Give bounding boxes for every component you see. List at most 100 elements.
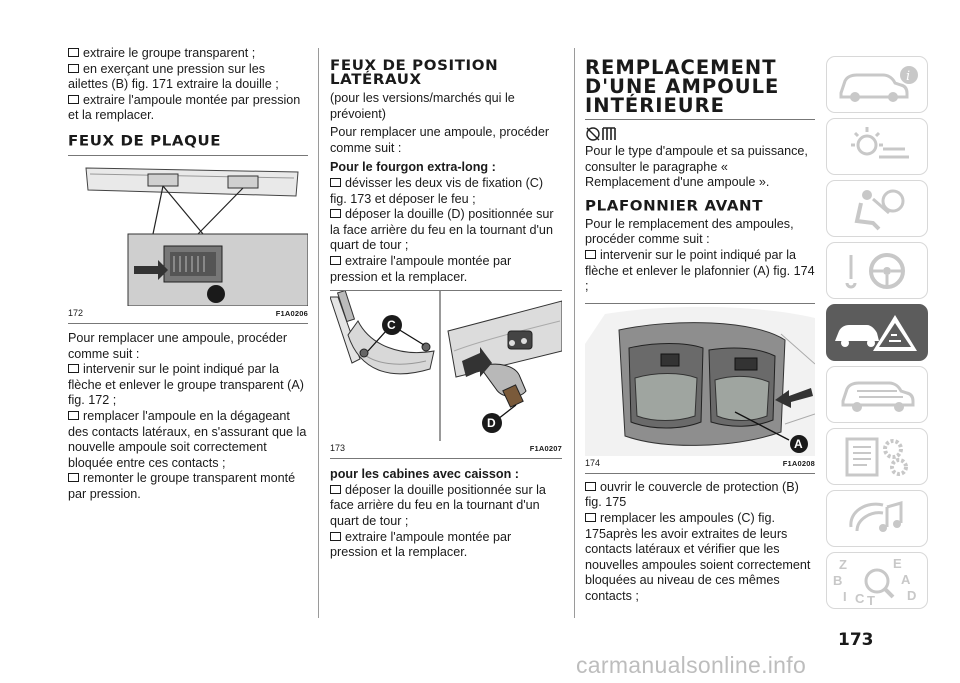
emergency-icon xyxy=(835,315,917,351)
divider xyxy=(330,290,562,292)
technical-data-icon xyxy=(845,437,908,477)
tab-index[interactable]: Z E B A I C T D xyxy=(826,552,928,609)
tab-technical-data[interactable] xyxy=(826,428,928,485)
figure-code: F1A0206 xyxy=(275,308,308,318)
subheading-cab-with-box: pour les cabines avec caisson : xyxy=(330,467,519,482)
car-info-icon: i xyxy=(839,66,918,102)
index-letter: D xyxy=(907,588,917,603)
warning-lights-icon xyxy=(851,127,909,159)
checkbox-bullet-icon xyxy=(68,410,79,420)
figure-number: 174 xyxy=(585,457,601,468)
list-item: remplacer l'ampoule en la dégageant des … xyxy=(68,408,307,470)
list-item: extraire l'ampoule montée par pression e… xyxy=(68,92,301,123)
checkbox-bullet-icon xyxy=(68,364,79,374)
intro-text: Pour remplacer une ampoule, procéder com… xyxy=(330,125,550,155)
list-item: extraire l'ampoule montée par pression e… xyxy=(330,253,512,284)
checkbox-bullet-icon xyxy=(330,531,341,541)
intro-text: Pour remplacer une ampoule, procéder com… xyxy=(68,330,288,361)
section-heading-plate-lights: FEUX DE PLAQUE xyxy=(68,132,222,150)
column-1: extraire le groupe transparent ; en exer… xyxy=(68,46,459,503)
list-item: extraire le groupe transparent ; xyxy=(68,46,308,62)
figure-173: C D xyxy=(330,291,562,442)
figure-callout-c: C xyxy=(387,318,396,333)
figure-number: 173 xyxy=(330,443,346,454)
list-item: déposer la douille positionnée sur la fa… xyxy=(330,482,546,528)
tab-warning-lights[interactable] xyxy=(826,118,928,175)
checkbox-bullet-icon xyxy=(585,249,596,259)
figure-code: F1A0208 xyxy=(782,458,815,468)
figure-code: F1A0207 xyxy=(529,444,562,454)
tab-emergency[interactable] xyxy=(826,304,928,361)
index-letter: Z xyxy=(839,557,847,572)
divider xyxy=(585,119,815,120)
index-letter: A xyxy=(901,572,911,587)
side-light-illustration xyxy=(330,291,562,442)
checkbox-bullet-icon xyxy=(330,209,341,219)
divider xyxy=(330,458,562,460)
column-divider xyxy=(318,48,319,618)
column-divider xyxy=(574,48,575,618)
list-item: intervenir sur le point indiqué par la f… xyxy=(585,247,815,294)
tab-starting-driving[interactable] xyxy=(826,242,928,299)
multimedia-icon xyxy=(849,501,903,532)
checkbox-bullet-icon xyxy=(68,473,79,483)
list-item: ouvrir le couvercle de protection (B) fi… xyxy=(585,479,799,510)
index-icon xyxy=(864,568,895,599)
svg-text:i: i xyxy=(906,69,910,84)
divider xyxy=(585,472,815,474)
figure-caption: 173 F1A0207 xyxy=(330,441,562,455)
applicability-note: (pour les versions/marchés qui le prévoi… xyxy=(330,91,515,121)
list-item: en exerçant une pression sur les ailette… xyxy=(68,61,279,92)
airbag-seat-icon xyxy=(854,189,905,231)
bullet-list: dévisser les deux vis de fixation (C) fi… xyxy=(330,176,562,285)
list-item: dévisser les deux vis de fixation (C) fi… xyxy=(330,175,544,206)
tab-multimedia[interactable] xyxy=(826,490,928,547)
divider xyxy=(68,154,308,156)
page-number: 173 xyxy=(838,630,874,650)
checkbox-bullet-icon xyxy=(330,177,341,187)
bullet-list: intervenir sur le point indiqué par la f… xyxy=(585,248,815,295)
figure-number: 172 xyxy=(68,307,84,318)
figure-callout-d: D xyxy=(487,416,496,431)
figure-caption: 174 F1A0208 xyxy=(585,456,815,470)
index-letter: I xyxy=(843,589,847,604)
divider xyxy=(585,302,815,304)
checkbox-bullet-icon xyxy=(68,48,79,57)
figure-174: A xyxy=(585,304,815,456)
list-item: déposer la douille (D) positionnée sur l… xyxy=(330,207,554,253)
tab-maintenance[interactable] xyxy=(826,366,928,423)
figure-callout-a: A xyxy=(794,436,803,451)
figure-172: A xyxy=(68,141,459,306)
list-item: remplacer les ampoules (C) fig. 175après… xyxy=(585,510,811,603)
intro-text: Pour le remplacement des ampoules, procé… xyxy=(585,216,794,247)
section-heading-front-ceiling-light: PLAFONNIER AVANT xyxy=(585,197,764,215)
index-letter: T xyxy=(867,593,875,608)
list-item: extraire l'ampoule montée par pression e… xyxy=(330,529,512,560)
index-letter: C xyxy=(855,591,865,606)
index-letter: E xyxy=(893,556,902,571)
bullet-list: intervenir sur le point indiqué par la f… xyxy=(68,362,308,502)
checkbox-bullet-icon xyxy=(330,484,341,494)
index-letter: B xyxy=(833,573,843,588)
key-steering-icon xyxy=(845,253,905,289)
checkbox-bullet-icon xyxy=(330,255,341,265)
intro-text: Pour le type d'ampoule et sa puissance, … xyxy=(585,144,808,190)
plate-light-illustration xyxy=(85,167,308,306)
checkbox-bullet-icon xyxy=(68,63,79,73)
chapter-tabs: i xyxy=(826,56,928,614)
list-item: remonter le groupe transparent monté par… xyxy=(68,471,296,501)
tab-safety[interactable] xyxy=(826,180,928,237)
watermark: carmanualsonline.info xyxy=(576,652,807,678)
ceiling-light-illustration xyxy=(585,306,815,456)
checkbox-bullet-icon xyxy=(68,94,79,104)
bullet-list: ouvrir le couvercle de protection (B) fi… xyxy=(585,480,815,605)
subheading-extra-long-van: Pour le fourgon extra-long : xyxy=(330,160,496,175)
list-item: intervenir sur le point indiqué par la f… xyxy=(68,362,304,408)
divider xyxy=(68,322,308,324)
figure-caption: 172 F1A0206 xyxy=(68,306,308,320)
tab-car-info[interactable]: i xyxy=(826,56,928,113)
